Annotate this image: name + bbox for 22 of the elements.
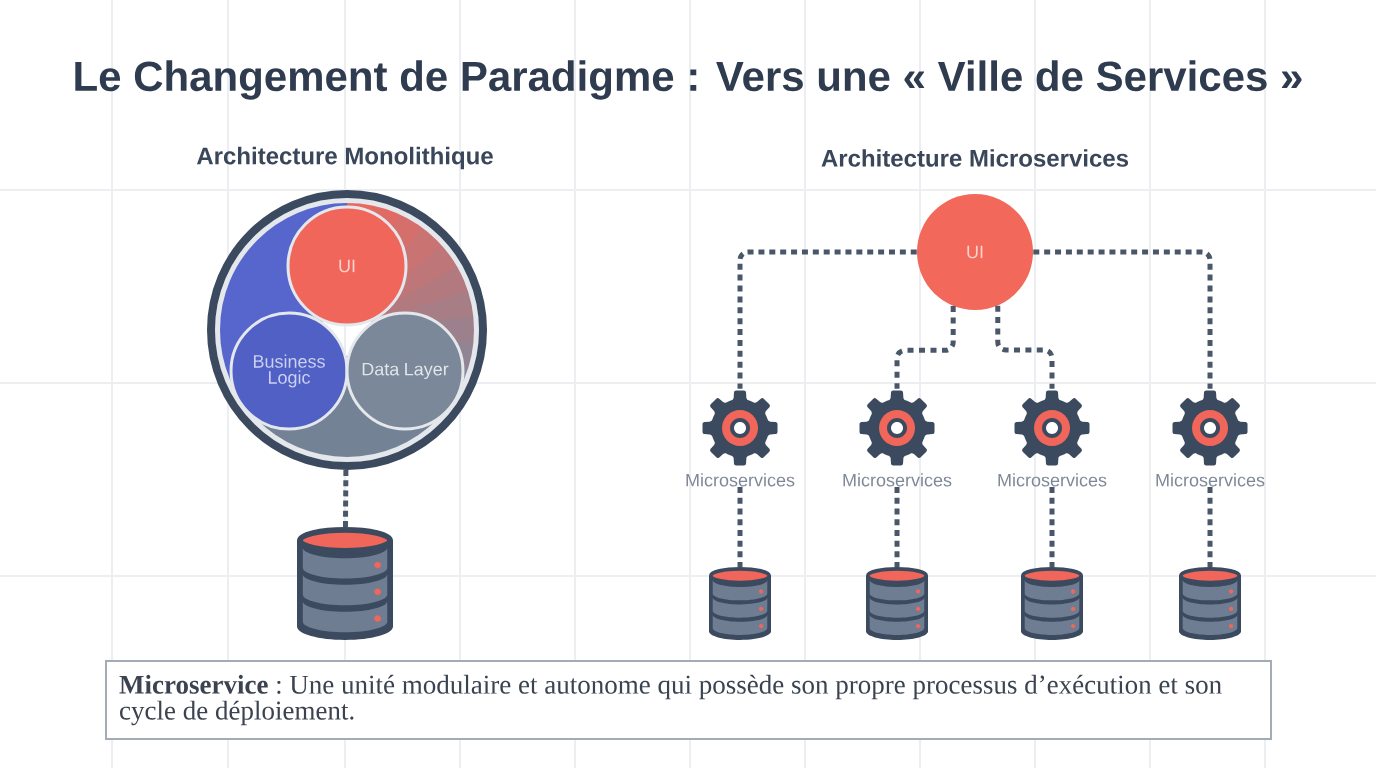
connector	[1207, 487, 1213, 567]
connector	[1049, 487, 1055, 567]
service-label: Microservices	[686, 473, 795, 487]
database-cylinder	[1179, 567, 1241, 640]
section-heading: Architecture Microservices	[821, 149, 1129, 167]
section-heading: Architecture Monolithique	[196, 146, 493, 170]
database-cylinder	[1021, 567, 1083, 640]
connector	[894, 487, 900, 567]
connector	[1033, 249, 1213, 389]
database-cylinder	[866, 567, 928, 640]
service-label: Microservices	[998, 473, 1107, 487]
database-cylinder	[297, 526, 393, 641]
database-cylinder	[709, 567, 771, 640]
connector	[737, 487, 743, 567]
definition-box: Microservice : Une unité modulaire et autonome qui possède son propre processus d’exécution et son cycle de déploiement.	[105, 660, 1272, 740]
title: Le Changement de Paradigme : Vers une « Ville de Services »	[75, 60, 1302, 100]
connector	[894, 306, 956, 389]
connector	[342, 469, 349, 528]
service-label: Microservices	[843, 473, 952, 487]
connector	[737, 249, 917, 389]
connector	[995, 305, 1055, 389]
service-label: Microservices	[1156, 473, 1265, 487]
